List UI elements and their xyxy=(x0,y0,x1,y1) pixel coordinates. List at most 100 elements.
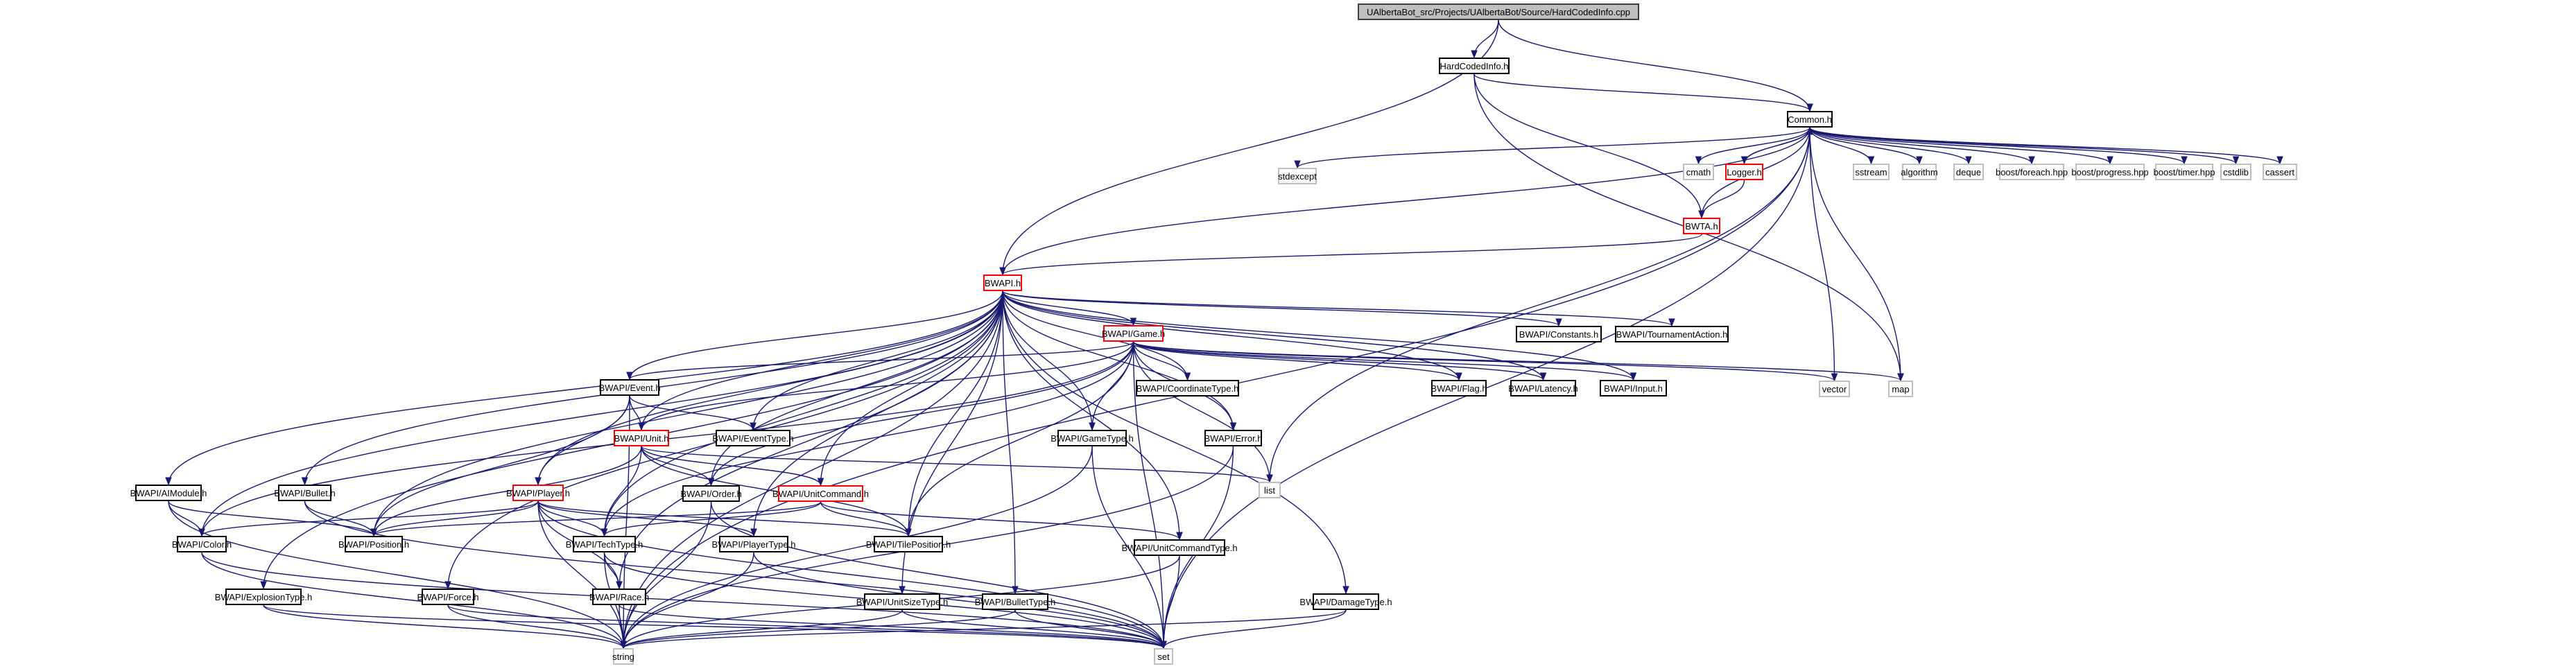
graph-node-explosiontype-h[interactable]: BWAPI/ExplosionType.h xyxy=(215,589,312,605)
graph-node-color-h[interactable]: BWAPI/Color.h xyxy=(172,536,232,552)
graph-node-common-h[interactable]: Common.h xyxy=(1787,111,1833,128)
graph-node-list: list xyxy=(1259,482,1281,498)
graph-node-unitcommandtype-h[interactable]: BWAPI/UnitCommandType.h xyxy=(1121,539,1238,556)
graph-node-bwta-h[interactable]: BWTA.h xyxy=(1683,218,1720,234)
node-label: BWAPI/ExplosionType.h xyxy=(214,591,313,602)
node-label: BWAPI/UnitCommand.h xyxy=(772,488,869,499)
graph-node-error-h[interactable]: BWAPI/Error.h xyxy=(1204,430,1263,446)
graph-node-gametype-h[interactable]: BWAPI/GameType.h xyxy=(1051,430,1134,446)
edge-bwapi_h-to-aimodule_h xyxy=(168,290,1003,485)
node-label: BWAPI/Input.h xyxy=(1604,383,1663,394)
graph-node-hardcodedinfo-h[interactable]: HardCodedInfo.h xyxy=(1439,58,1510,74)
arrowhead-icon xyxy=(1176,532,1183,541)
graph-node-tileposition-h[interactable]: BWAPI/TilePosition.h xyxy=(866,536,951,552)
arrowhead-icon xyxy=(198,528,205,537)
node-label: BWAPI/Flag.h xyxy=(1430,383,1487,394)
edge-event_h-to-eventtype_h xyxy=(629,395,754,430)
edge-color_h-to-set xyxy=(201,552,1164,649)
graph-node-eventtype-h[interactable]: BWAPI/EventType.h xyxy=(712,430,794,446)
node-label: BWAPI/UnitSizeType.h xyxy=(856,596,949,607)
arrowhead-icon xyxy=(301,477,309,486)
arrowhead-icon xyxy=(750,528,757,537)
graph-node-unitcommand-h[interactable]: BWAPI/UnitCommand.h xyxy=(772,485,869,502)
edge-layer xyxy=(165,19,2283,650)
graph-node-vector: vector xyxy=(1819,381,1850,397)
edge-damagetype_h-to-set xyxy=(1163,609,1347,649)
node-label: BWAPI/DamageType.h xyxy=(1299,596,1392,607)
edge-force_h-to-string xyxy=(447,604,624,649)
graph-node-unitsizetype-h[interactable]: BWAPI/UnitSizeType.h xyxy=(856,593,948,610)
edge-game_h-to-map xyxy=(1132,341,1901,381)
graph-node-player-h[interactable]: BWAPI/Player.h xyxy=(506,485,570,501)
arrowhead-icon xyxy=(620,640,627,650)
graph-node-force-h[interactable]: BWAPI/Force.h xyxy=(417,589,479,605)
arrowhead-icon xyxy=(1342,586,1349,595)
edge-unit_h-to-order_h xyxy=(641,446,712,486)
graph-node-coordtype-h[interactable]: BWAPI/CoordinateType.h xyxy=(1136,380,1239,397)
graph-node-playertype-h[interactable]: BWAPI/PlayerType.h xyxy=(712,536,795,552)
edge-playertype_h-to-set xyxy=(753,552,1164,649)
graph-node-latency-h[interactable]: BWAPI/Latency.h xyxy=(1508,380,1578,397)
edge-player_h-to-playertype_h xyxy=(537,500,754,537)
edge-game_h-to-input_h xyxy=(1132,341,1634,381)
arrowhead-icon xyxy=(1695,156,1702,165)
edge-unitcommand_h-to-position_h xyxy=(373,501,822,537)
edge-unitsizetype_h-to-string xyxy=(623,609,903,649)
edge-unitsizetype_h-to-set xyxy=(901,609,1164,649)
arrowhead-icon xyxy=(1160,640,1167,650)
edge-unit_h-to-techtype_h xyxy=(603,446,642,537)
node-label: string xyxy=(612,651,634,662)
arrowhead-icon xyxy=(1266,474,1273,483)
node-label: boost/foreach.hpp xyxy=(1995,166,2068,177)
edge-game_h-to-unit_h xyxy=(641,341,1134,430)
edge-bwapi_h-to-event_h xyxy=(629,290,1003,380)
graph-node-race-h[interactable]: BWAPI/Race.h xyxy=(589,589,649,605)
edge-bullettype_h-to-string xyxy=(623,609,1016,649)
graph-node-aimodule-h[interactable]: BWAPI/AIModule.h xyxy=(130,485,207,501)
edge-game_h-to-latency_h xyxy=(1132,341,1544,381)
graph-node-root[interactable]: UAlbertaBot_src/Projects/UAlbertaBot/Sou… xyxy=(1358,3,1639,20)
edge-unit_h-to-tileposition_h xyxy=(641,446,909,537)
graph-node-position-h[interactable]: BWAPI/Position.h xyxy=(338,536,409,552)
edge-common_h-to-algorithm xyxy=(1809,127,1920,164)
edge-player_h-to-string xyxy=(537,500,624,649)
graph-node-damagetype-h[interactable]: BWAPI/DamageType.h xyxy=(1299,593,1392,610)
graph-node-input-h[interactable]: BWAPI/Input.h xyxy=(1600,380,1667,397)
graph-node-game-h[interactable]: BWAPI/Game.h xyxy=(1102,325,1165,342)
arrowhead-icon xyxy=(1539,372,1547,381)
node-label: Common.h xyxy=(1788,114,1832,125)
edge-game_h-to-techtype_h xyxy=(603,341,1134,537)
graph-node-order-h[interactable]: BWAPI/Order.h xyxy=(680,485,742,502)
graph-node-logger-h[interactable]: Logger.h xyxy=(1725,164,1763,180)
arrowhead-icon xyxy=(1867,156,1875,165)
graph-node-constants-h[interactable]: BWAPI/Constants.h xyxy=(1516,326,1602,342)
edge-unitcommand_h-to-unitcommandtype_h xyxy=(820,501,1180,540)
node-label: BWAPI/Position.h xyxy=(338,539,410,550)
graph-node-unit-h[interactable]: BWAPI/Unit.h xyxy=(614,430,669,446)
graph-node-boost-timer: boost/timer.hpp xyxy=(2154,164,2215,180)
graph-node-flag-h[interactable]: BWAPI/Flag.h xyxy=(1430,380,1487,397)
arrowhead-icon xyxy=(2276,156,2283,165)
node-label: boost/progress.hpp xyxy=(2071,166,2149,177)
node-label: BWAPI/AIModule.h xyxy=(130,487,207,498)
arrowhead-icon xyxy=(1965,156,1972,165)
graph-node-algorithm: algorithm xyxy=(1901,164,1938,180)
edge-game_h-to-tileposition_h xyxy=(908,341,1134,537)
node-label: list xyxy=(1264,485,1275,496)
graph-node-tournament-h[interactable]: BWAPI/TournamentAction.h xyxy=(1615,326,1729,342)
graph-node-bullet-h[interactable]: BWAPI/Bullet.h xyxy=(274,485,336,501)
node-label: BWAPI.h xyxy=(984,277,1021,288)
graph-node-bullettype-h[interactable]: BWAPI/BulletType.h xyxy=(975,593,1055,610)
graph-node-event-h[interactable]: BWAPI/Event.h xyxy=(598,379,661,396)
arrowhead-icon xyxy=(1668,318,1675,327)
graph-node-bwapi-h[interactable]: BWAPI.h xyxy=(983,274,1022,291)
node-label: set xyxy=(1157,651,1170,662)
arrowhead-icon xyxy=(165,477,172,486)
edge-gametype_h-to-set xyxy=(1091,446,1164,649)
edge-explosiontype_h-to-set xyxy=(263,604,1164,649)
edge-common_h-to-boost_foreach xyxy=(1809,127,2032,164)
edge-event_h-to-position_h xyxy=(373,395,630,537)
edge-bwapi_h-to-tileposition_h xyxy=(908,290,1003,537)
graph-node-techtype-h[interactable]: BWAPI/TechType.h xyxy=(566,536,643,552)
graph-node-cassert: cassert xyxy=(2263,164,2297,180)
